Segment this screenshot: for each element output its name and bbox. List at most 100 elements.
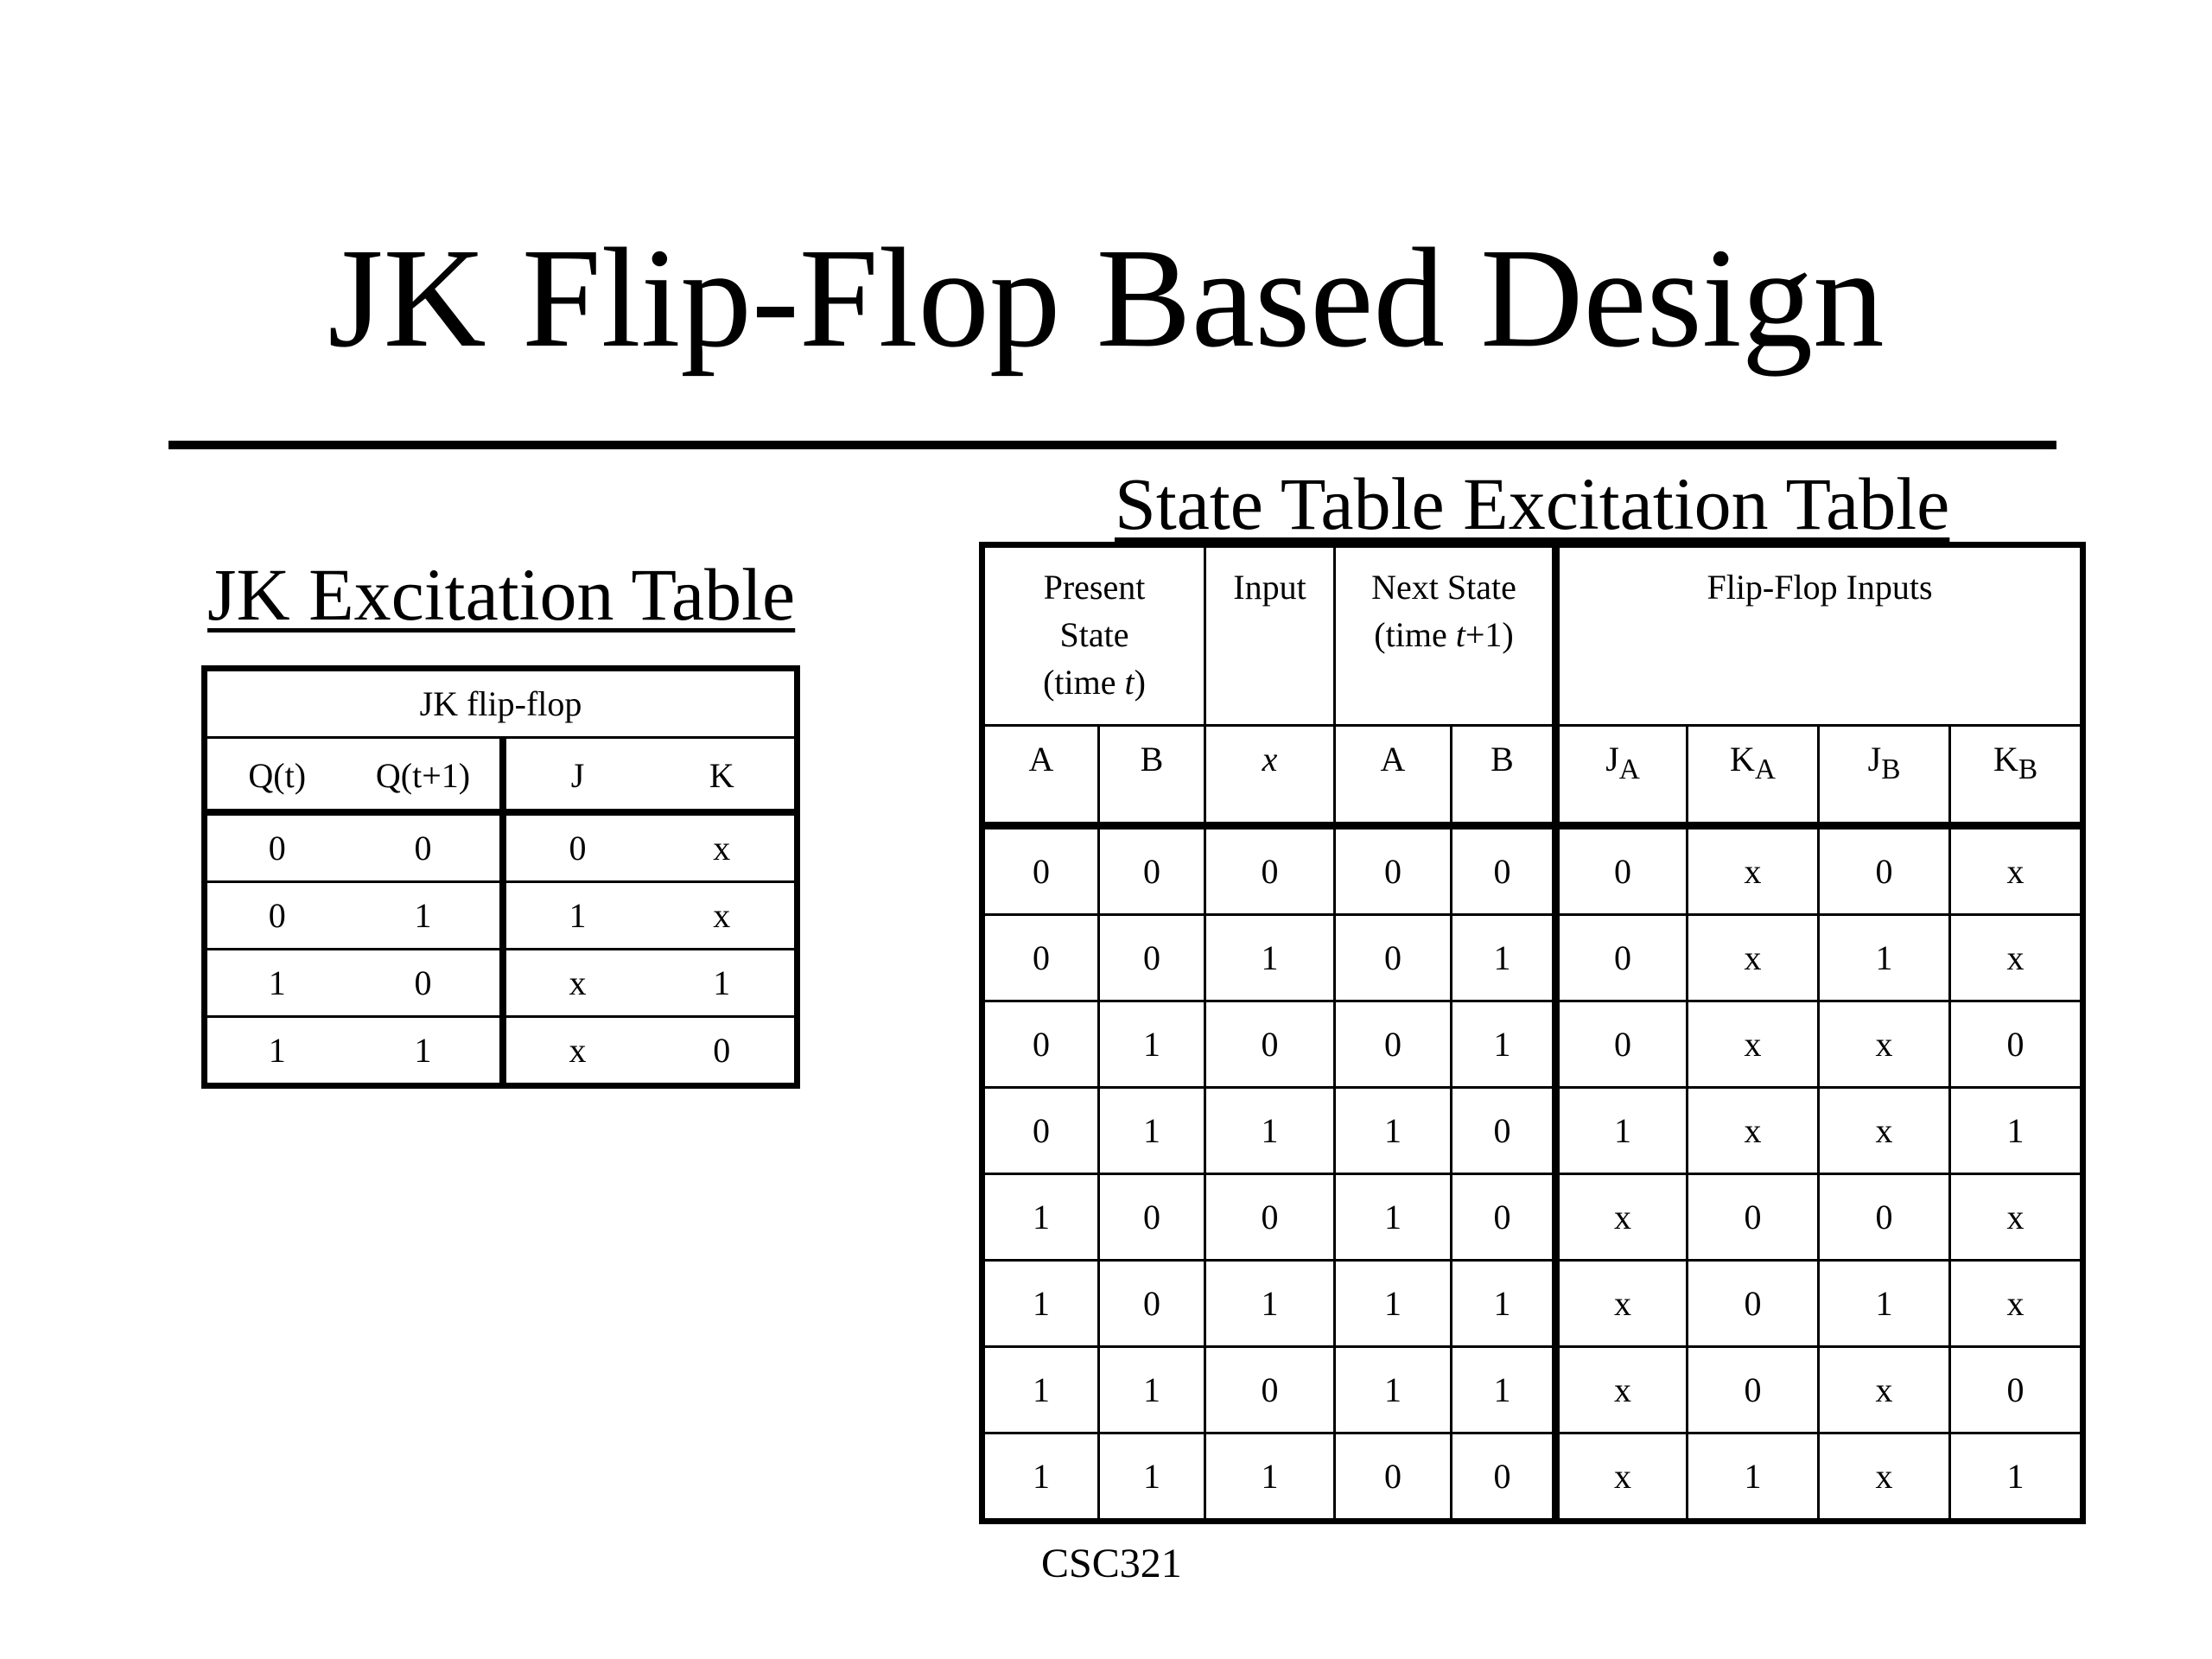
table-row: 0 0 0 x	[204, 809, 798, 882]
col-jb: JB	[1817, 724, 1952, 827]
state-cell: 1	[1449, 1259, 1558, 1348]
col-a: A	[981, 724, 1100, 827]
state-cell: 1	[1333, 1173, 1452, 1262]
present-line3: (time t)	[985, 658, 1204, 706]
footer-course-code: CSC321	[1041, 1541, 1182, 1586]
state-cell: x	[1552, 1345, 1689, 1434]
state-cell: 0	[1817, 1173, 1952, 1262]
jk-caption-row: JK flip-flop	[205, 669, 798, 738]
col-ka-sub: A	[1754, 753, 1776, 785]
col-b: B	[1097, 724, 1206, 827]
col-ja: JA	[1552, 724, 1689, 827]
state-cell: 0	[1097, 913, 1206, 1002]
state-cell: 0	[1204, 1173, 1336, 1262]
col-next-b: B	[1449, 724, 1558, 827]
state-cell: 1	[1204, 1086, 1336, 1175]
state-cell: 1	[1333, 1345, 1452, 1434]
col-x-label: x	[1262, 740, 1278, 779]
state-cell: x	[1686, 913, 1821, 1002]
jk-cell: 1	[204, 948, 347, 1017]
col-ja-label: J	[1605, 740, 1619, 779]
state-cell: x	[1948, 913, 2085, 1002]
next-line2-suffix: +1)	[1465, 615, 1514, 654]
state-cell: 1	[1097, 1000, 1206, 1089]
state-cell: 0	[981, 913, 1100, 1002]
state-cell: 1	[1948, 1086, 2085, 1175]
table-row: 1 0 x 1	[204, 948, 798, 1017]
state-cell: x	[1817, 1432, 1952, 1522]
state-cell: x	[1686, 1086, 1821, 1175]
state-cell: x	[1948, 822, 2085, 916]
group-header-row: Present State (time t) Input Next State …	[981, 543, 2085, 727]
col-ka: KA	[1686, 724, 1821, 827]
state-cell: 0	[1449, 1086, 1558, 1175]
jk-cell: x	[499, 948, 650, 1017]
state-cell: 1	[1333, 1086, 1452, 1175]
jk-cell: 1	[346, 1015, 503, 1086]
state-cell: 1	[1817, 1259, 1952, 1348]
state-cell: 1	[1686, 1432, 1821, 1522]
col-ka-label: K	[1730, 740, 1755, 779]
jk-excitation-heading: JK Excitation Table	[207, 553, 796, 636]
jk-cell: 0	[499, 809, 650, 882]
jk-col-qt: Q(t)	[204, 736, 347, 812]
jk-cell: x	[649, 809, 798, 882]
state-cell: 0	[1097, 1173, 1206, 1262]
state-cell: 1	[1449, 1345, 1558, 1434]
jk-cell: 0	[204, 809, 347, 882]
state-cell: 0	[1333, 913, 1452, 1002]
state-cell: 0	[1817, 822, 1952, 916]
state-cell: 1	[981, 1432, 1100, 1522]
state-table-heading: State Table Excitation Table	[1115, 462, 1950, 545]
state-cell: 0	[1552, 913, 1689, 1002]
state-cell: x	[1948, 1259, 2085, 1348]
state-cell: 0	[981, 1000, 1100, 1089]
state-cell: 1	[981, 1259, 1100, 1348]
state-cell: 1	[1097, 1432, 1206, 1522]
jk-cell: 0	[649, 1015, 798, 1086]
table-row: 0 0 1 0 1 0 x 1 x	[981, 913, 2085, 1002]
state-cell: 1	[1449, 913, 1558, 1002]
next-line2-prefix: (time	[1374, 615, 1456, 654]
next-line1: Next State	[1371, 568, 1516, 607]
state-cell: 0	[1449, 1173, 1558, 1262]
col-kb-label: K	[1993, 740, 2018, 779]
jk-cell: 1	[649, 948, 798, 1017]
state-cell: x	[1948, 1173, 2085, 1262]
state-cell: x	[1686, 822, 1821, 916]
present-state-header: Present State (time t)	[981, 543, 1206, 727]
state-cell: 0	[1686, 1259, 1821, 1348]
col-x: x	[1204, 724, 1336, 827]
state-cell: 1	[981, 1173, 1100, 1262]
state-cell: 0	[981, 822, 1100, 916]
state-cell: 1	[1948, 1432, 2085, 1522]
state-cell: x	[1817, 1086, 1952, 1175]
present-line1: Present	[1043, 568, 1146, 607]
state-cell: 0	[1333, 1000, 1452, 1089]
table-row: 1 1 x 0	[204, 1015, 798, 1086]
state-excitation-table: Present State (time t) Input Next State …	[979, 542, 2087, 1524]
present-line3-prefix: (time	[1043, 663, 1125, 702]
jk-caption: JK flip-flop	[419, 684, 582, 723]
state-cell: x	[1552, 1432, 1689, 1522]
table-row: 1 1 0 1 1 x 0 x 0	[981, 1345, 2085, 1434]
table-row: 1 0 1 1 1 x 0 1 x	[981, 1259, 2085, 1348]
state-cell: 0	[1097, 1259, 1206, 1348]
state-cell: 1	[1204, 1259, 1336, 1348]
state-cell: x	[1552, 1259, 1689, 1348]
state-cell: 1	[1817, 913, 1952, 1002]
state-cell: 0	[1333, 1432, 1452, 1522]
flip-flop-inputs-header: Flip-Flop Inputs	[1552, 543, 2085, 727]
jk-cell: 0	[346, 809, 503, 882]
next-state-header: Next State (time t+1)	[1332, 543, 1558, 727]
state-cell: 0	[1552, 822, 1689, 916]
state-cell: 0	[1686, 1345, 1821, 1434]
state-cell: 0	[1552, 1000, 1689, 1089]
table-row: 0 1 1 1 0 1 x x 1	[981, 1086, 2085, 1175]
col-jb-label: J	[1867, 740, 1882, 779]
state-cell: 1	[1097, 1086, 1206, 1175]
state-cell: 0	[1449, 1432, 1558, 1522]
jk-excitation-table: JK flip-flop Q(t) Q(t+1) J K 0 0 0 x 0 1…	[201, 665, 801, 1089]
next-line2: (time t+1)	[1336, 611, 1552, 658]
state-cell: 0	[1097, 822, 1206, 916]
